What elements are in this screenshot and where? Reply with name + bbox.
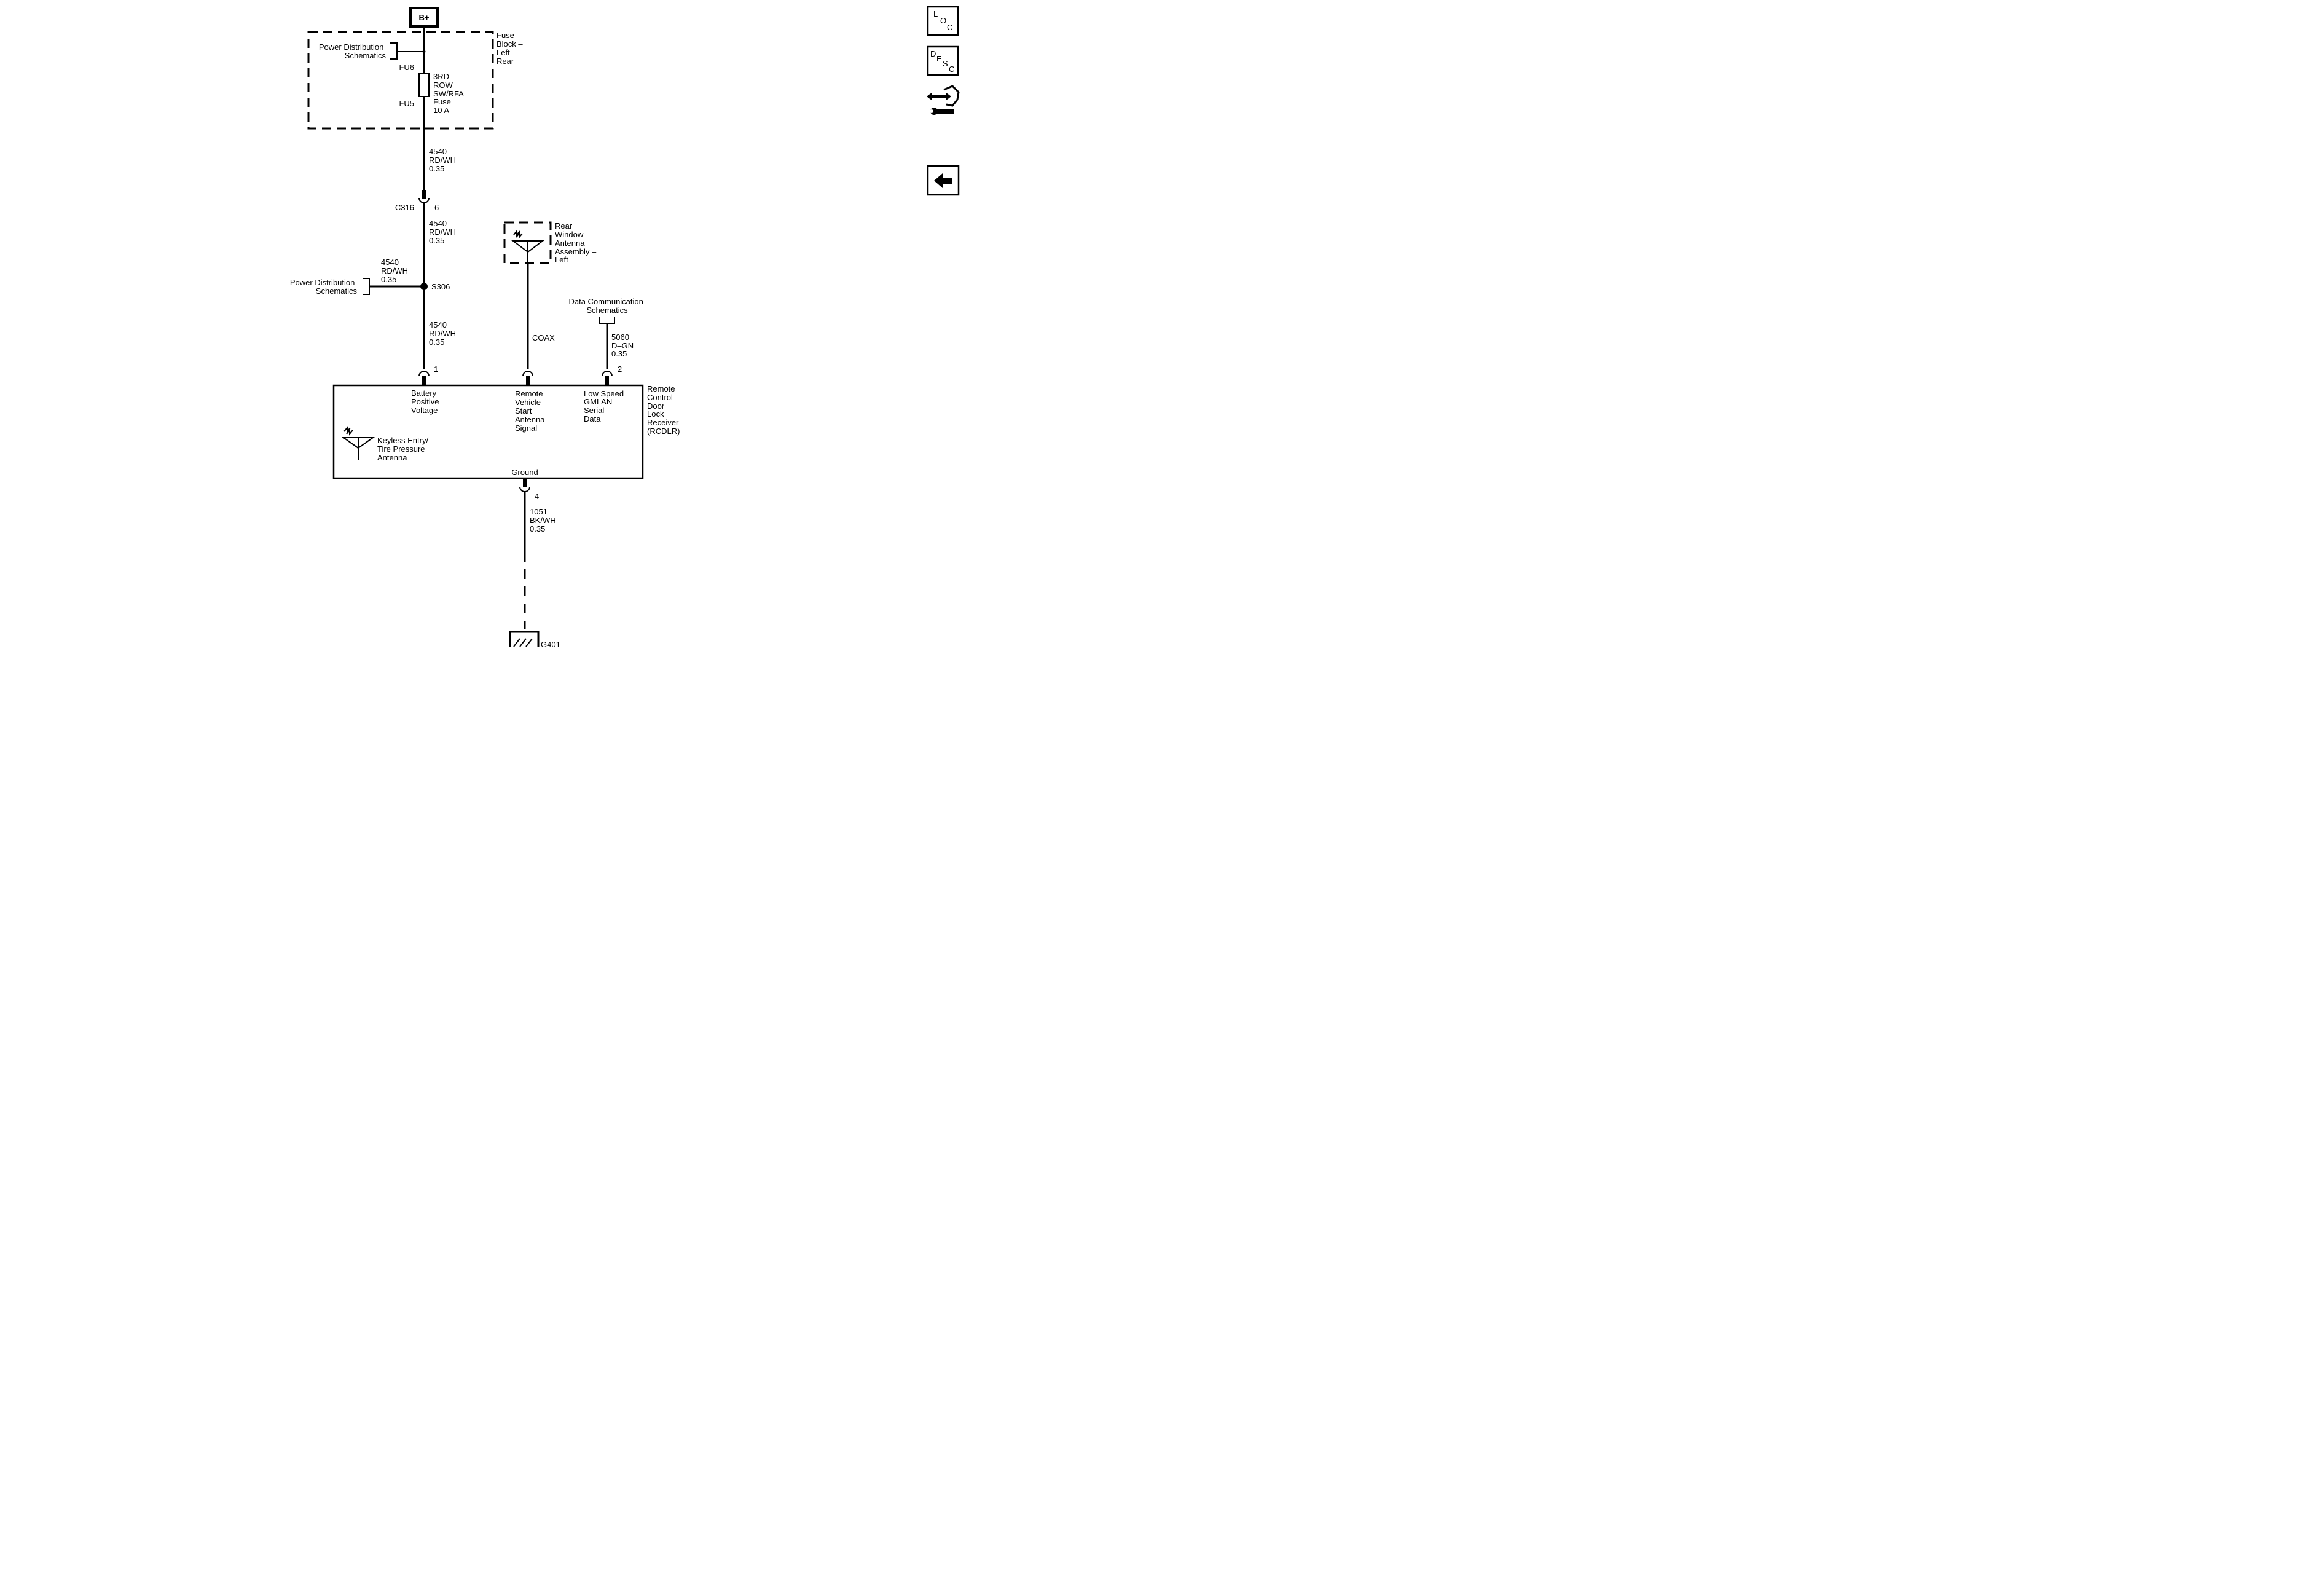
antenna-signal-label: Remote Vehicle Start Antenna Signal <box>515 389 547 433</box>
wire-label-data: 5060 D–GN 0.35 <box>611 333 636 358</box>
pd-ref-bracket <box>390 42 398 60</box>
svg-text:L: L <box>933 9 938 18</box>
rear-antenna-label: Rear Window Antenna Assembly – Left <box>555 221 599 264</box>
c316-pin: 6 <box>434 203 439 212</box>
rcdlr-module: Remote Control Door Lock Receiver (RCDLR… <box>332 384 681 479</box>
wire-label-ground: 1051 BK/WH 0.35 <box>530 507 558 534</box>
wrench-icon <box>930 108 954 115</box>
power-wire: 4540 RD/WH 0.35 <box>422 26 458 199</box>
connector-icon <box>927 85 960 107</box>
s306-pd-bracket <box>363 278 370 295</box>
data-ref-bracket <box>599 317 615 324</box>
keyless-antenna-icon <box>341 426 375 460</box>
svg-text:S: S <box>943 59 948 68</box>
b-plus-supply: B+ <box>409 7 439 28</box>
data-ref-label: Data Communication Schematics <box>568 297 645 315</box>
s306-splice: S306 Power Distribution Schematics 4540 … <box>290 258 458 347</box>
battery-voltage-label: Battery Positive Voltage <box>411 388 441 415</box>
svg-text:O: O <box>940 16 946 25</box>
wire-label-s306-rcdlr: 4540 RD/WH 0.35 <box>429 320 458 347</box>
svg-text:C: C <box>947 23 952 32</box>
ground-circuit: 4 1051 BK/WH 0.35 G401 <box>509 478 560 649</box>
wire-label-c316-s306: 4540 RD/WH 0.35 <box>429 219 458 245</box>
ground-pin-label: Ground <box>511 468 538 477</box>
pin-4-label: 4 <box>535 492 539 501</box>
svg-text:E: E <box>936 54 942 63</box>
s306-name: S306 <box>431 282 450 291</box>
back-arrow-icon <box>934 173 952 188</box>
fuse-icon <box>418 73 430 97</box>
pin-1-connector: 1 <box>418 364 438 385</box>
g401-label: G401 <box>541 640 560 649</box>
b-plus-label: B+ <box>419 13 430 22</box>
svg-text:C: C <box>949 65 954 74</box>
rcdlr-name: Remote Control Door Lock Receiver (RCDLR… <box>647 384 681 436</box>
svg-text:D: D <box>930 49 936 58</box>
wire-label-s306-branch: 4540 RD/WH 0.35 <box>381 258 410 284</box>
fu6-label: FU6 <box>399 63 414 72</box>
gmlan-data-label: Low Speed GMLAN Serial Data <box>584 389 626 423</box>
s306-pd-ref-label: Power Distribution Schematics <box>290 278 358 296</box>
pin-2-label: 2 <box>618 364 622 374</box>
back-button[interactable] <box>927 165 960 196</box>
fuse-block: Fuse Block – Left Rear Power Distributio… <box>307 31 525 130</box>
fuse-pd-ref-label: Power Distribution Schematics <box>319 42 387 60</box>
c316-name: C316 <box>395 203 414 212</box>
rear-window-antenna: COAX Rear Window Antenna Assembly – Left <box>503 221 599 385</box>
fuse-block-label: Fuse Block – Left Rear <box>497 31 525 66</box>
loc-button[interactable]: L O C <box>927 6 959 36</box>
fu5-label: FU5 <box>399 99 414 108</box>
ground-symbol-icon <box>509 631 540 647</box>
pin-1-label: 1 <box>434 364 438 374</box>
data-line: Data Communication Schematics 5060 D–GN … <box>568 297 645 385</box>
coax-label: COAX <box>532 333 555 342</box>
wire-label-fuse-c316: 4540 RD/WH 0.35 <box>429 147 458 173</box>
desc-button[interactable]: D E S C <box>927 45 959 76</box>
fuse-label: 3RD ROW SW/RFA Fuse 10 A <box>433 72 466 115</box>
keyless-entry-label: Keyless Entry/ Tire Pressure Antenna <box>377 436 431 462</box>
antenna-icon <box>511 229 544 263</box>
connector-repair-button[interactable] <box>927 85 960 115</box>
